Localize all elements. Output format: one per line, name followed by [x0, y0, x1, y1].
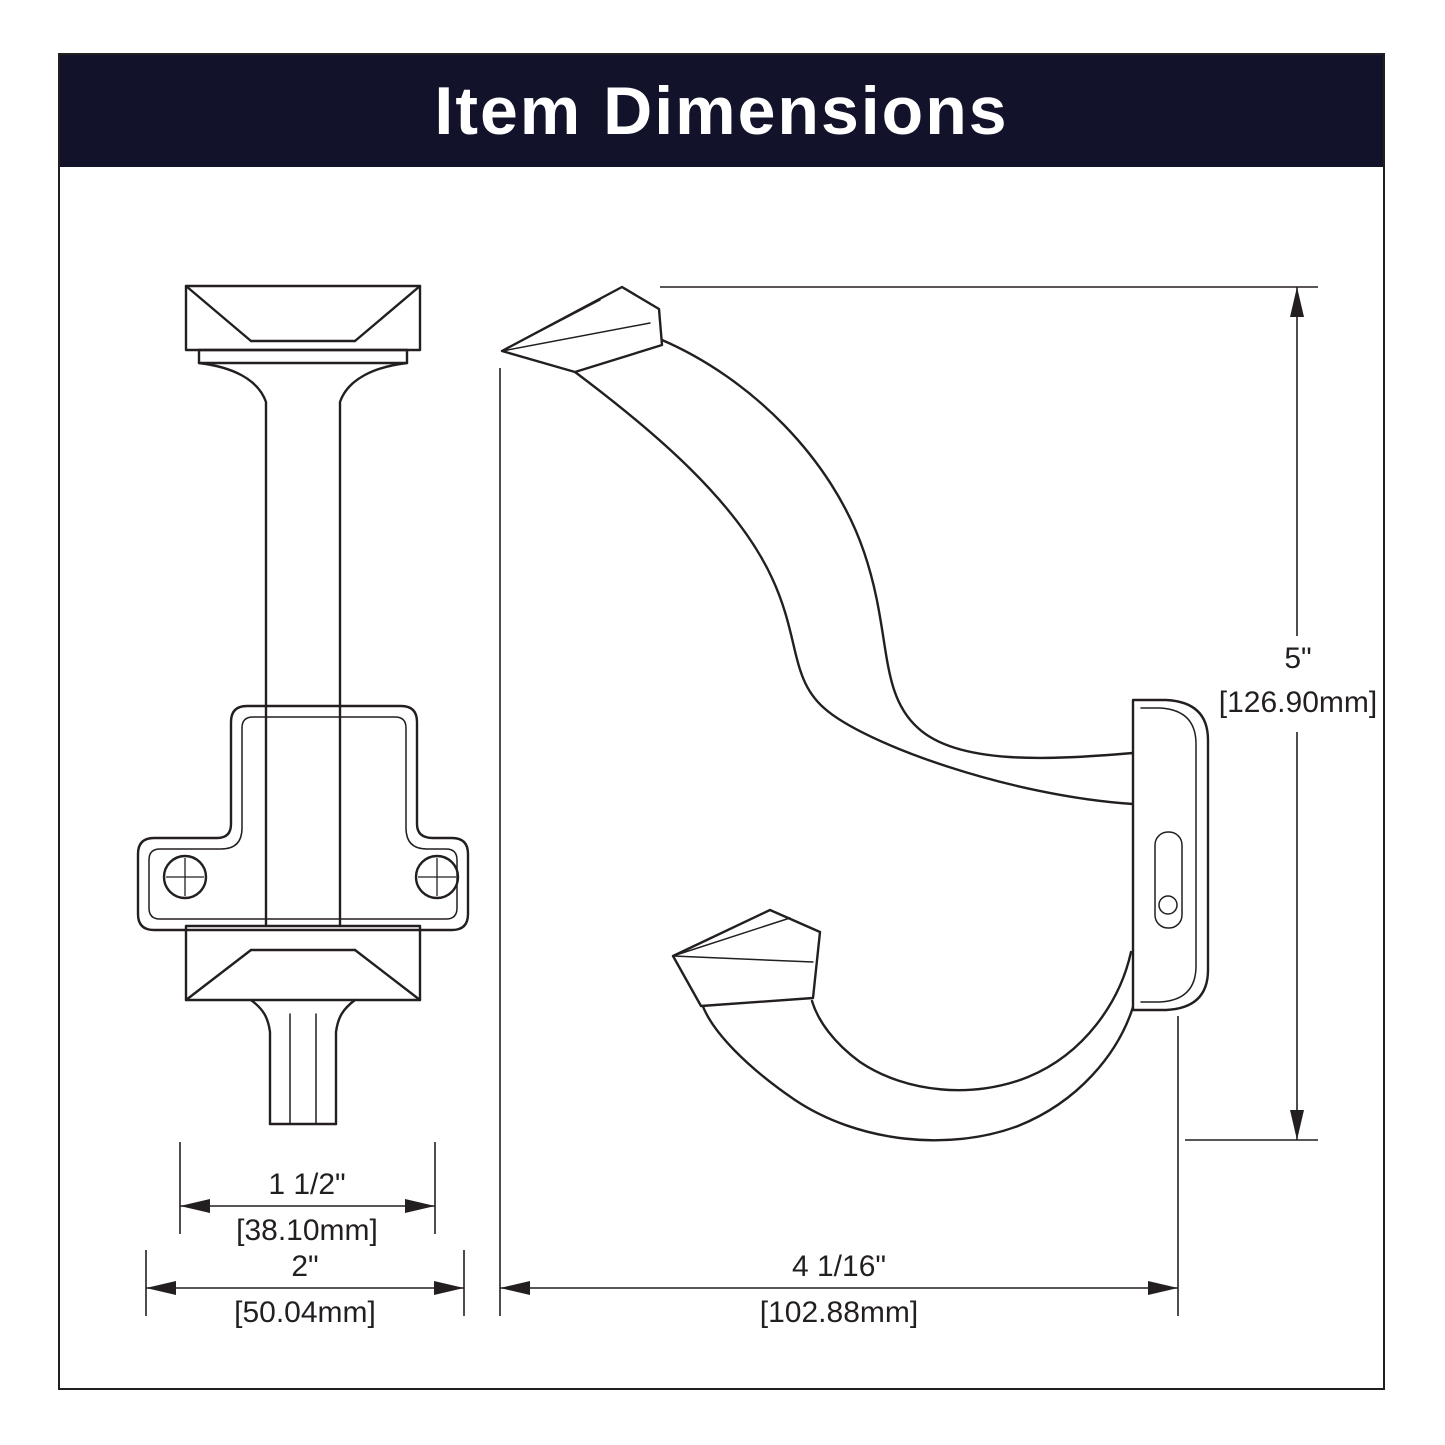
screw-hole-right — [414, 854, 460, 900]
top-finial — [500, 285, 664, 374]
arrow-up-icon — [1290, 287, 1304, 317]
title-bar: Item Dimensions — [60, 55, 1383, 167]
dim-depth: 4 1/16" [102.88mm] — [499, 368, 1179, 1329]
screw-hole-left — [162, 854, 208, 900]
arrow-down-icon — [1290, 1110, 1304, 1140]
top-knob — [184, 284, 422, 365]
bottom-knob — [184, 924, 422, 1002]
wall-plate-side — [1131, 698, 1210, 1012]
outer-width-inches-label: 2" — [291, 1250, 318, 1283]
inner-width-mm-label: [38.10mm] — [236, 1214, 378, 1247]
arrow-right-icon — [405, 1199, 435, 1213]
arrow-right-icon — [434, 1281, 464, 1295]
bottom-finial — [671, 908, 822, 1008]
depth-inches-label: 4 1/16" — [792, 1250, 886, 1283]
arrow-right-icon — [1148, 1281, 1178, 1295]
arrow-left-icon — [500, 1281, 530, 1295]
dimensions: 1 1/2" [38.10mm] 2" [50.04mm] — [145, 286, 1377, 1329]
front-view — [136, 284, 470, 1126]
stem — [197, 361, 409, 928]
page-title: Item Dimensions — [434, 73, 1009, 149]
arrow-left-icon — [180, 1199, 210, 1213]
inner-width-inches-label: 1 1/2" — [268, 1168, 345, 1201]
height-inches-label: 5" — [1284, 642, 1311, 675]
hook-tip-front — [249, 998, 357, 1126]
mounting-plate-front — [136, 704, 470, 932]
dim-height: 5" [126.90mm] — [660, 286, 1377, 1141]
height-mm-label: [126.90mm] — [1219, 686, 1377, 719]
arrow-left-icon — [146, 1281, 176, 1295]
lower-hook — [700, 950, 1135, 1142]
side-view — [500, 285, 1210, 1142]
dim-outer-width: 2" [50.04mm] — [145, 1250, 465, 1329]
upper-arm — [573, 338, 1135, 806]
outer-width-mm-label: [50.04mm] — [234, 1296, 376, 1329]
depth-mm-label: [102.88mm] — [760, 1296, 918, 1329]
dim-inner-width: 1 1/2" [38.10mm] — [179, 1142, 436, 1247]
